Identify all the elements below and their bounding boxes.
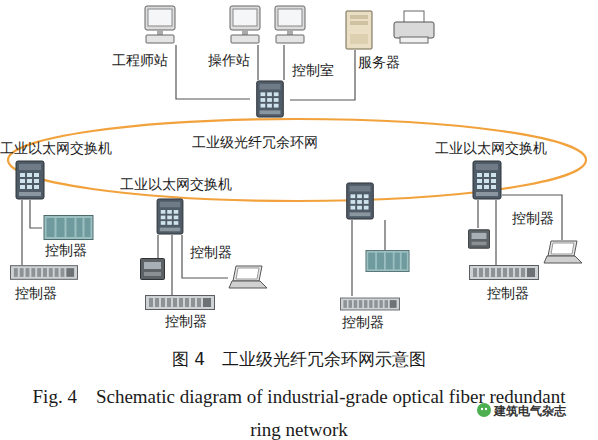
device-label: 控制室 <box>292 62 334 78</box>
device-label: 工业级光纤冗余环网 <box>192 134 318 150</box>
ethernet-switch: 工业以太网交换机 <box>15 160 45 200</box>
controller-device: 控制器 <box>42 215 95 240</box>
rack-controller <box>470 266 539 280</box>
io-module <box>468 230 489 248</box>
device-label: 控制器 <box>512 210 554 226</box>
network-wire <box>384 220 385 250</box>
network-wire <box>21 200 22 265</box>
laptop-icon <box>544 241 582 263</box>
ethernet-switch: 工业以太网交换机 <box>472 160 502 200</box>
network-wire <box>176 45 250 99</box>
device-label: 控制器 <box>15 285 57 301</box>
network-wire <box>283 45 284 80</box>
rack-controller <box>340 298 399 310</box>
engineer-computer <box>145 6 175 43</box>
controller-device: 控制器 <box>10 265 78 280</box>
network-wire <box>290 50 355 100</box>
controller-device: 控制器 <box>340 296 400 312</box>
server-node: 服务器 <box>345 10 375 50</box>
ethernet-switch <box>157 199 183 234</box>
wechat-icon-eye <box>485 408 487 410</box>
ethernet-switch <box>16 161 44 199</box>
device-label: 服务器 <box>358 54 400 70</box>
printer-icon <box>394 11 434 43</box>
workstation-computer: 操作站 <box>225 5 265 45</box>
fiber-ring-line <box>8 119 586 201</box>
ethernet-switch <box>473 161 501 199</box>
rack-controller <box>146 296 215 310</box>
network-wire <box>257 45 258 80</box>
device-label: 操作站 <box>208 52 250 68</box>
controller-device: 控制器 <box>468 265 540 280</box>
device-label: 控制器 <box>45 242 87 258</box>
network-wire <box>502 195 562 240</box>
plc-controller <box>44 216 93 240</box>
figure-caption: 图 4 工业级光纤冗余环网示意图 <box>0 348 598 371</box>
laptop-icon <box>229 266 267 288</box>
rack-controller <box>10 266 77 280</box>
control-computer <box>275 6 305 43</box>
ethernet-switch: 工业以太网交换机 <box>155 198 185 235</box>
device-label: 控制器 <box>165 313 207 329</box>
io-module <box>141 259 165 280</box>
core-switch: 控制室 <box>250 80 290 118</box>
device-label: 控制器 <box>487 285 529 301</box>
controller-device: 控制器 <box>140 258 165 280</box>
watermark: 建筑电气杂志 <box>494 403 566 420</box>
device-label: 工业以太网交换机 <box>0 140 112 156</box>
controller-device: 控制器 <box>468 228 490 250</box>
device-label: 控制器 <box>190 244 232 260</box>
network-wire <box>171 235 172 295</box>
network-wire <box>351 220 352 296</box>
network-wire <box>157 235 158 258</box>
device-label: 工业以太网交换机 <box>435 140 547 156</box>
core-switch <box>257 81 284 117</box>
workstation-computer: 工程师站 <box>140 5 180 45</box>
server-tower <box>346 11 372 49</box>
device-label: 工程师站 <box>112 52 168 68</box>
operator-computer <box>230 6 260 43</box>
network-wire <box>495 200 496 265</box>
controller-device: 控制器 <box>145 295 215 310</box>
wechat-icon-eye <box>481 408 483 410</box>
network-wire <box>477 200 478 228</box>
ethernet-switch <box>347 183 374 219</box>
device-label: 工业以太网交换机 <box>120 176 232 192</box>
plc-controller <box>366 250 409 271</box>
network-wire <box>30 200 42 228</box>
device-label: 控制器 <box>342 314 384 330</box>
